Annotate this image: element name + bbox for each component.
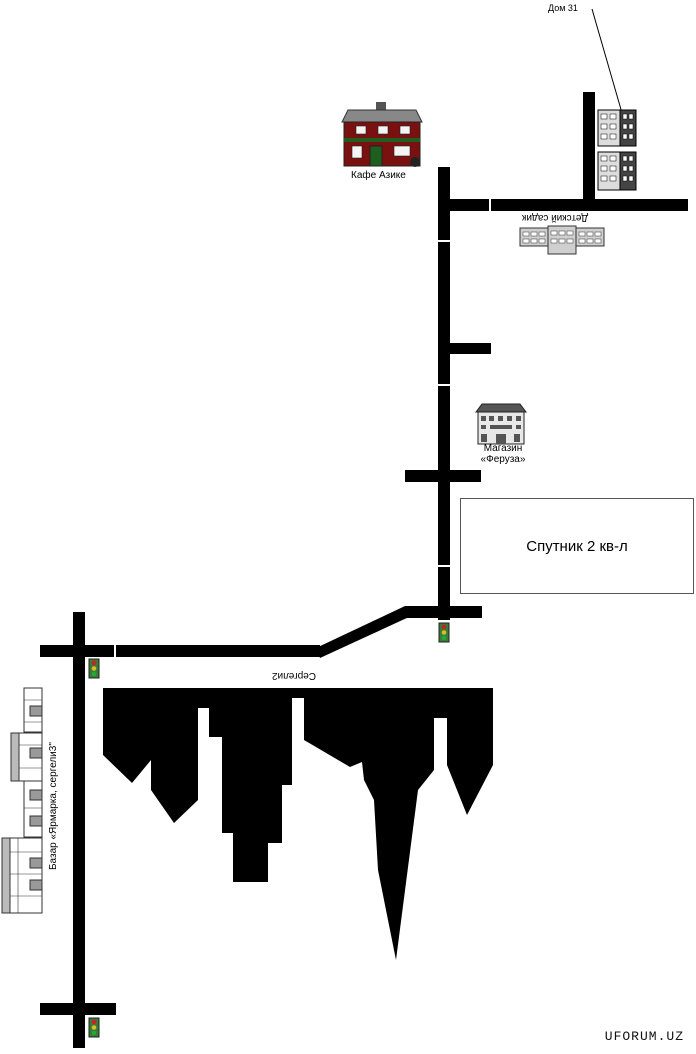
road-network bbox=[40, 92, 688, 1048]
road-diagonal bbox=[316, 606, 409, 658]
built-up-area bbox=[103, 688, 493, 960]
market-stall-icon bbox=[1, 837, 43, 914]
road-sergeli-horizontal bbox=[40, 645, 320, 657]
shop-label-line2: «Феруза» bbox=[480, 454, 526, 465]
road-gap bbox=[438, 565, 450, 567]
road-district-crossing bbox=[405, 606, 482, 618]
road-west-vertical bbox=[73, 612, 85, 1048]
shop-label-line1: Магазин bbox=[483, 443, 523, 454]
cafe-building-icon bbox=[341, 102, 423, 167]
apartment-building-icon bbox=[597, 151, 637, 191]
kindergarten-label: Детский садик bbox=[522, 212, 589, 223]
market-stall-icon bbox=[23, 780, 43, 838]
road-gaps bbox=[114, 199, 491, 657]
road-shop-crossing bbox=[405, 470, 481, 482]
market-stalls bbox=[1, 687, 43, 914]
street-label: Сергели2 bbox=[272, 670, 316, 681]
road-gap bbox=[114, 645, 116, 657]
road-gap bbox=[438, 240, 450, 242]
road-spur-right bbox=[448, 343, 491, 354]
road-gap bbox=[489, 199, 491, 211]
traffic-light-icon bbox=[88, 658, 100, 679]
road-house31-vertical bbox=[583, 92, 595, 204]
road-gap bbox=[438, 384, 450, 386]
house31-pointer-line bbox=[591, 8, 623, 114]
road-north-vertical bbox=[438, 167, 450, 620]
kindergarten-building-icon bbox=[519, 225, 605, 255]
traffic-light-icon bbox=[438, 622, 450, 643]
road-south-crossing bbox=[40, 1003, 116, 1015]
district-area: Спутник 2 кв-л bbox=[460, 498, 694, 594]
house31-label: Дом 31 bbox=[548, 3, 578, 13]
apartment-building-icon bbox=[597, 109, 637, 147]
road-kindergarten-horizontal bbox=[444, 199, 688, 211]
watermark-text: UFORUM.UZ bbox=[604, 1029, 684, 1044]
cafe-label: Кафе Азике bbox=[351, 170, 406, 181]
market-stall-icon bbox=[23, 687, 43, 733]
shop-label: Магазин «Феруза» bbox=[480, 443, 526, 465]
traffic-light-icon bbox=[88, 1017, 100, 1038]
bazaar-label: Базар «Ярмарка, сергели3" bbox=[48, 742, 59, 870]
market-stall-icon bbox=[10, 732, 43, 782]
shop-building-icon bbox=[475, 403, 527, 445]
district-label: Спутник 2 кв-л bbox=[526, 537, 628, 555]
